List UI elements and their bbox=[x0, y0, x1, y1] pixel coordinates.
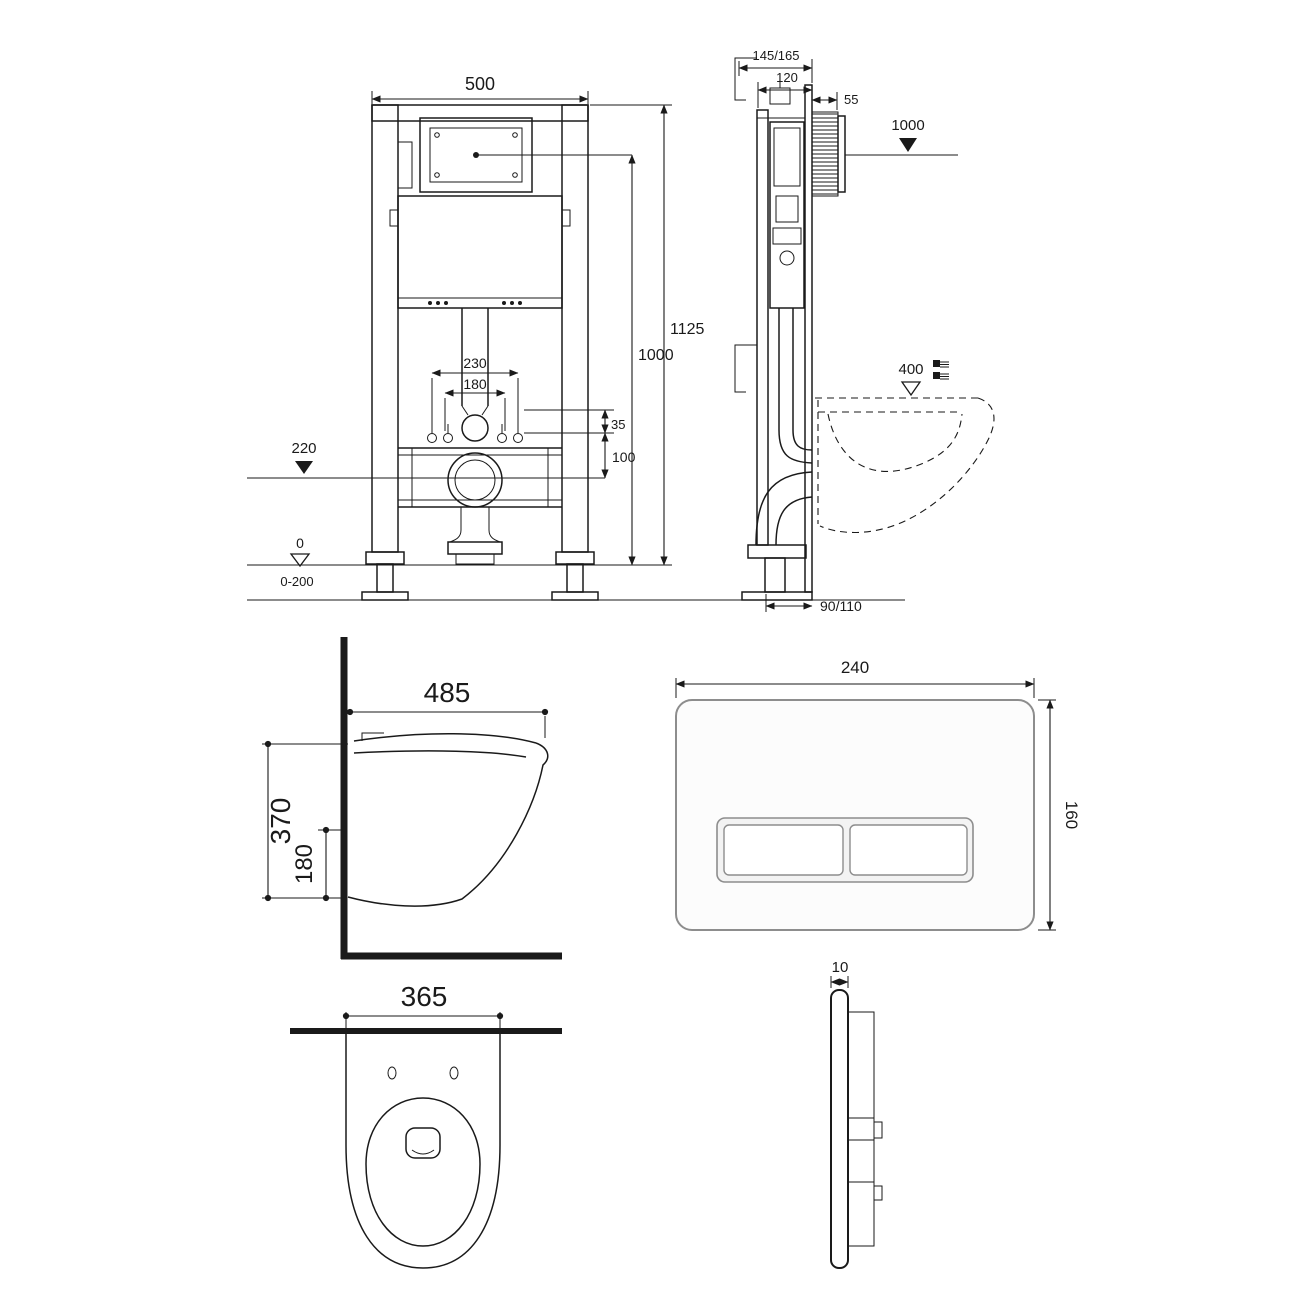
dim-label-water-level: 220 bbox=[291, 440, 316, 457]
outlet-front bbox=[447, 452, 503, 565]
bowl-outline-top bbox=[345, 1034, 501, 1269]
flush-pipe-front bbox=[461, 308, 489, 442]
level-mark-1000-side: 1000 bbox=[845, 117, 958, 156]
seat-fixing-hole bbox=[387, 1066, 397, 1080]
dim-label-bowl-depth: 485 bbox=[424, 677, 471, 708]
dimension-bowl-height-370: 370 bbox=[262, 740, 348, 902]
dimension-fixing-180: 180 bbox=[444, 376, 506, 431]
flush-pipe-side bbox=[778, 308, 813, 464]
drain-bend-side bbox=[755, 471, 813, 546]
dim-label-plate-depth: 55 bbox=[844, 92, 858, 107]
dim-label-adjust-range: 0-200 bbox=[280, 574, 313, 589]
bowl-side-view: 485 370 180 bbox=[262, 637, 562, 960]
dimension-width-500: 500 bbox=[371, 74, 589, 104]
dimension-bowl-width-365: 365 bbox=[342, 981, 504, 1030]
level-triangle-open-side bbox=[900, 381, 922, 397]
flush-plate-body bbox=[675, 699, 1035, 931]
bowl-top-view: 365 bbox=[290, 981, 562, 1269]
bowl-profile bbox=[347, 732, 549, 907]
wall-bracket-mid bbox=[734, 344, 757, 393]
dim-label-total-height: 1125 bbox=[670, 321, 705, 338]
dimension-plate-height-160: 160 bbox=[1038, 699, 1081, 931]
dim-label-outlet-height: 100 bbox=[612, 449, 636, 465]
dimension-outlet-90-110: 90/110 bbox=[765, 594, 862, 614]
frame-side-view bbox=[734, 57, 995, 601]
screw-icon bbox=[933, 360, 949, 368]
dimension-fixing-230: 230 bbox=[431, 355, 519, 431]
cistern-front bbox=[389, 195, 571, 309]
plate-side-profile bbox=[830, 989, 849, 1269]
frame-front-view bbox=[361, 104, 632, 601]
frame-foot-right bbox=[551, 551, 599, 601]
frame-foot-side bbox=[741, 544, 813, 601]
mounting-clip bbox=[873, 1121, 883, 1139]
level-triangle-open bbox=[289, 553, 311, 568]
dim-label-fixing-outer: 230 bbox=[463, 355, 487, 371]
fixing-bolts bbox=[427, 424, 523, 443]
level-mark-400: 400 bbox=[898, 360, 949, 397]
level-mark-220: 220 bbox=[247, 440, 605, 479]
flush-plate-opening bbox=[419, 117, 632, 193]
wall-bracket-top bbox=[734, 57, 757, 101]
dim-label-frame-height: 1000 bbox=[638, 347, 674, 364]
dim-label-depth-total: 145/165 bbox=[753, 48, 800, 63]
dim-label-plate-width: 240 bbox=[841, 658, 869, 677]
dimension-plate-55: 55 bbox=[811, 92, 858, 110]
dim-label-bowl-width: 365 bbox=[401, 981, 448, 1012]
dim-label-bowl-height-rim: 180 bbox=[291, 844, 318, 884]
dimension-offset-35: 35 bbox=[524, 409, 625, 434]
level-triangle-filled bbox=[295, 461, 313, 474]
dim-label-plate-height: 160 bbox=[1062, 801, 1081, 829]
dim-label-fixing-inner: 180 bbox=[463, 376, 487, 392]
wc-bowl-dashed-side bbox=[815, 397, 995, 534]
dimension-bowl-depth-485: 485 bbox=[346, 677, 549, 738]
dim-label-plate-thickness: 10 bbox=[832, 959, 849, 976]
level-mark-0: 0 0-200 bbox=[247, 535, 905, 601]
wall-hatch bbox=[811, 111, 839, 197]
dim-label-frame-width: 500 bbox=[465, 74, 495, 94]
dim-label-bowl-height: 400 bbox=[898, 361, 923, 378]
inlet-valve bbox=[397, 141, 413, 189]
dim-label-bowl-height-total: 370 bbox=[265, 798, 296, 845]
dimension-frame-height-1000: 1000 bbox=[628, 154, 674, 566]
flush-plate-side-on-wall bbox=[837, 115, 846, 193]
dimension-plate-thickness-10: 10 bbox=[830, 959, 849, 988]
dimension-depth-145-165: 145/165 bbox=[738, 48, 813, 83]
flush-outlet-top bbox=[405, 1127, 441, 1159]
dimension-plate-width-240: 240 bbox=[675, 658, 1035, 698]
dimension-depth-120: 120 bbox=[757, 70, 813, 108]
frame-foot-left bbox=[361, 551, 409, 601]
dim-label-floor-level: 0 bbox=[296, 535, 304, 551]
dimension-bowl-rim-180: 180 bbox=[291, 826, 344, 902]
plate-front-view: 240 160 bbox=[675, 658, 1081, 931]
cistern-side bbox=[769, 121, 805, 309]
mounting-clip bbox=[873, 1185, 883, 1201]
level-triangle-filled-side bbox=[899, 138, 917, 152]
dim-label-height-mark: 1000 bbox=[891, 117, 924, 134]
screw-icon bbox=[933, 372, 949, 380]
dim-label-offset-35: 35 bbox=[611, 417, 625, 432]
dim-label-depth-frame: 120 bbox=[776, 70, 798, 85]
dimension-total-height-1125: 1125 bbox=[590, 104, 705, 566]
seat-fixing-hole bbox=[449, 1066, 459, 1080]
dimension-outlet-100: 100 bbox=[601, 432, 636, 479]
flush-button-large[interactable] bbox=[723, 824, 844, 876]
frame-side-dimensions: 145/165 120 55 1000 400 bbox=[738, 48, 958, 614]
bowl-inner-rim-top bbox=[365, 1097, 481, 1247]
plate-side-bracket bbox=[847, 1011, 883, 1247]
dim-label-outlet-offset: 90/110 bbox=[820, 598, 862, 614]
flush-button-small[interactable] bbox=[849, 824, 968, 876]
frame-front-dimensions: 500 1125 1000 230 180 bbox=[247, 74, 905, 601]
plate-side-view: 10 bbox=[830, 959, 883, 1269]
